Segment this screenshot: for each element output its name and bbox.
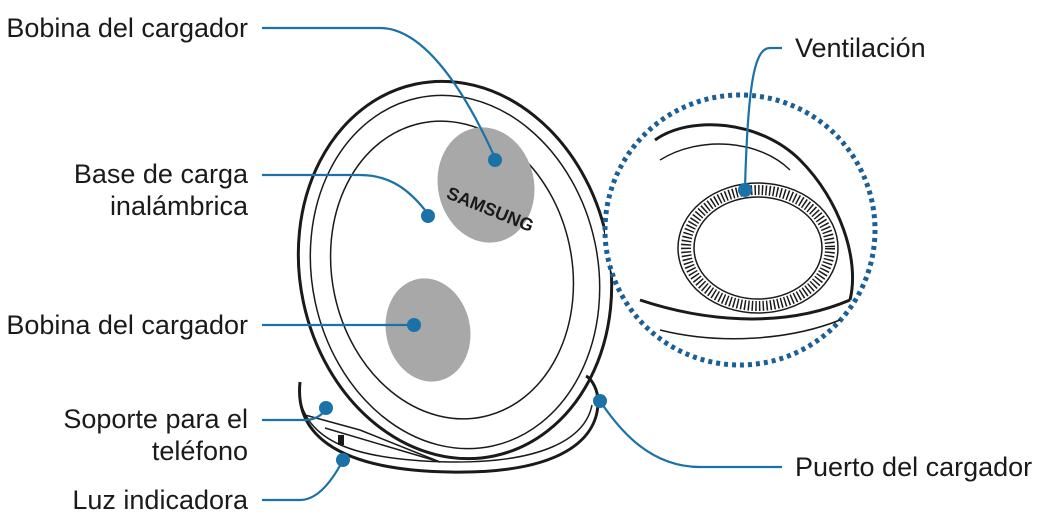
vent-zoom [602, 92, 878, 368]
label-holder-line2: teléfono [152, 436, 248, 466]
label-indicator: Luz indicadora [72, 485, 249, 515]
vent-grille-icon [681, 185, 835, 311]
label-holder-line1: Soporte para el [63, 404, 248, 434]
label-vent: Ventilación [795, 33, 926, 63]
label-pad-line2: inalámbrica [110, 191, 249, 221]
coil-bottom [385, 278, 471, 382]
indicator-light-icon [338, 435, 344, 445]
label-pad-line1: Base de carga [74, 159, 249, 189]
leader-lines [262, 26, 782, 502]
charging-pad: SAMSUNG [296, 79, 614, 461]
label-coil-bottom: Bobina del cargador [6, 310, 248, 340]
label-coil-top: Bobina del cargador [6, 13, 248, 43]
coil-top [437, 127, 535, 243]
label-port: Puerto del cargador [795, 452, 1032, 482]
charger-stand [298, 374, 600, 474]
